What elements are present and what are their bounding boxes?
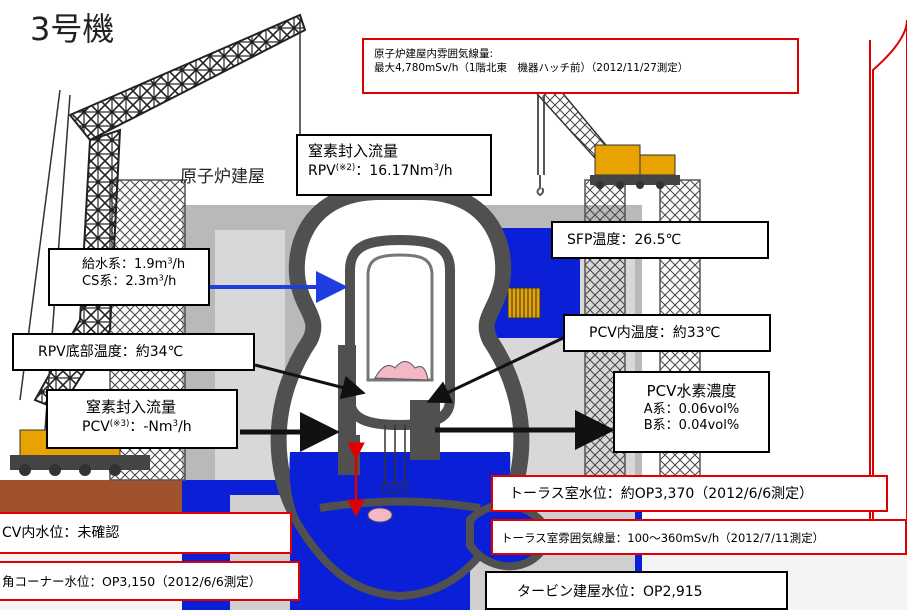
feedwater-flow: 給水系：1.9m3/h	[82, 256, 186, 272]
nitrogen-pcv-title: 窒素封入流量	[86, 398, 177, 416]
nitrogen-pcv-value: PCV(※3)：-Nm3/h	[82, 418, 192, 435]
pcv-hydrogen-box: PCV水素濃度 A系：0.06vol% B系：0.04vol%	[613, 371, 770, 453]
corner-water-box: 角コーナー水位：OP3,150（2012/6/6測定）	[0, 561, 300, 601]
pcv-bottom-floor	[319, 497, 481, 512]
torus-dose-text: トーラス室雰囲気線量：100～360mSv/h（2012/7/11測定）	[501, 531, 825, 545]
rpv-bottom-temp-box: RPV底部温度：約34℃	[12, 333, 255, 371]
sfp-temp-text: SFP温度：26.5℃	[567, 232, 682, 248]
turbine-water-text: タービン建屋水位：OP2,915	[517, 584, 703, 600]
atmosphere-dose-box: 原子炉建屋内雰囲気線量: 最大4,780mSv/h（1階北東 機器ハッチ前）（2…	[362, 38, 799, 94]
cs-flow: CS系：2.3m3/h	[82, 273, 177, 289]
rpv-inner	[366, 253, 434, 382]
pcv-water-box: CV内水位：未確認	[0, 512, 292, 554]
page-title: 3号機	[30, 10, 115, 48]
nitrogen-rpv-value: RPV(※2)：16.17Nm3/h	[308, 162, 453, 179]
torus-water-text: トーラス室水位：約OP3,370（2012/6/6測定）	[509, 486, 814, 502]
nitrogen-pcv-box: 窒素封入流量 PCV(※3)：-Nm3/h	[46, 389, 238, 449]
building-label: 原子炉建屋	[180, 167, 265, 187]
turbine-water-box: タービン建屋水位：OP2,915	[485, 571, 788, 610]
control-rods	[384, 425, 406, 485]
atmosphere-dose-title: 原子炉建屋内雰囲気線量:	[374, 48, 494, 60]
pcv-temp-box: PCV内温度：約33℃	[563, 314, 771, 352]
nitrogen-rpv-box: 窒素封入流量 RPV(※2)：16.17Nm3/h	[296, 134, 492, 196]
sfp-temp-box: SFP温度：26.5℃	[551, 221, 769, 259]
bottom-debris	[367, 507, 393, 523]
nitrogen-rpv-title: 窒素封入流量	[308, 142, 399, 160]
pcv-water-text: CV内水位：未確認	[2, 525, 120, 541]
pcv-temp-arrow-icon	[426, 328, 581, 404]
pcv-hydrogen-b: B系：0.04vol%	[643, 418, 740, 434]
hook-icon	[536, 95, 545, 197]
torus-dose-box: トーラス室雰囲気線量：100～360mSv/h（2012/7/11測定）	[491, 519, 907, 555]
pcv-temp-text: PCV内温度：約33℃	[589, 325, 721, 341]
pcv-hydrogen-title: PCV水素濃度	[646, 382, 737, 400]
atmosphere-dose-value: 最大4,780mSv/h（1階北東 機器ハッチ前）（2012/11/27測定）	[374, 61, 689, 74]
rpv-bottom-temp-text: RPV底部温度：約34℃	[38, 344, 184, 360]
pcv-hydrogen-a: A系：0.06vol%	[643, 401, 740, 417]
torus-water-box: トーラス室水位：約OP3,370（2012/6/6測定）	[491, 475, 888, 512]
pcv-water	[289, 452, 511, 592]
feedwater-box: 給水系：1.9m3/h CS系：2.3m3/h	[48, 248, 210, 306]
corner-water-text: 角コーナー水位：OP3,150（2012/6/6測定）	[2, 574, 262, 589]
rpv-bottom-arrow-icon	[254, 363, 366, 400]
fuel-debris	[374, 361, 429, 381]
